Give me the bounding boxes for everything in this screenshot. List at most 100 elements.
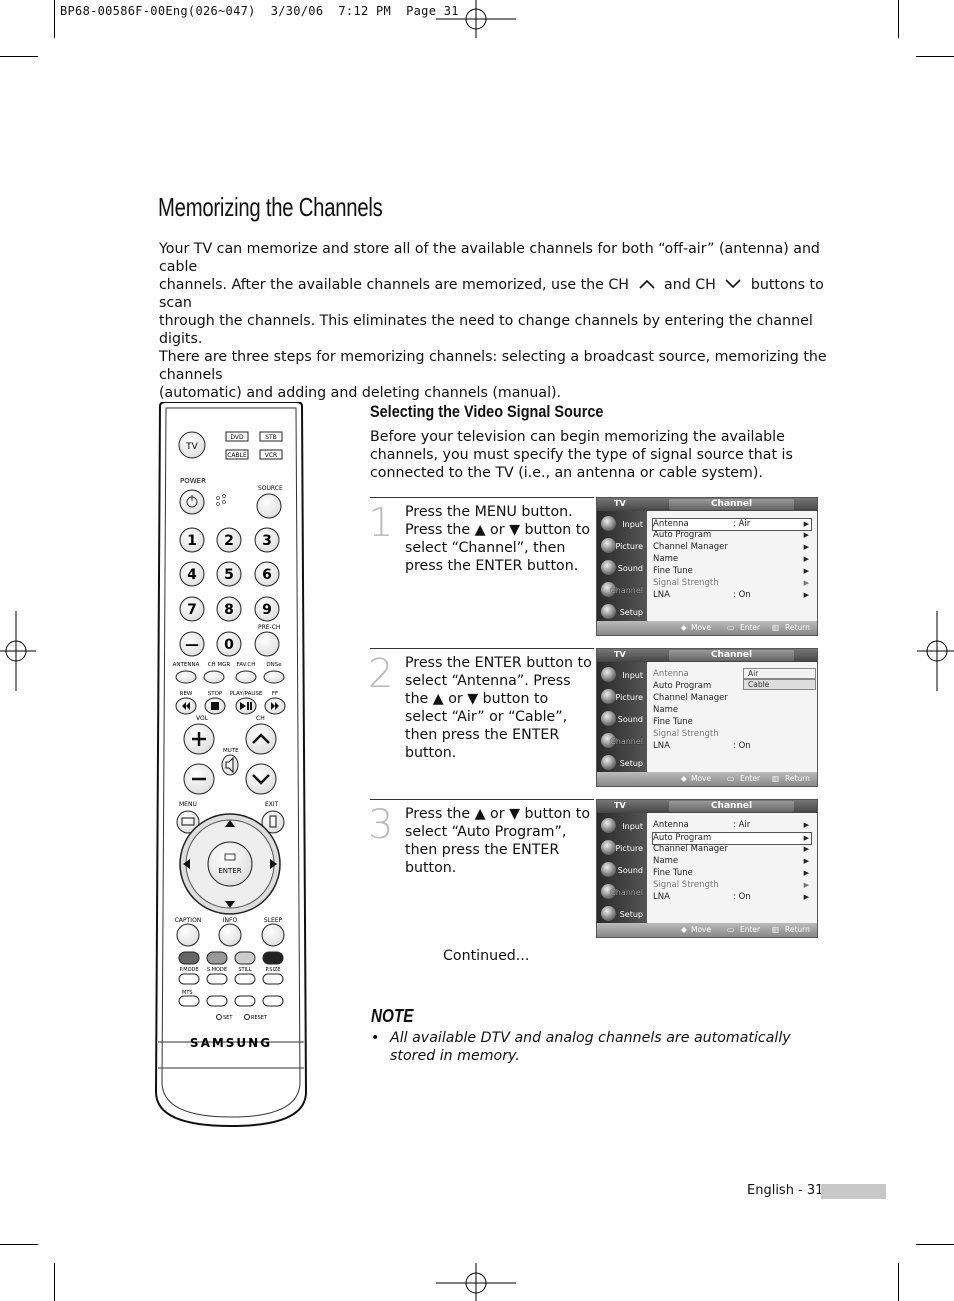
dash-button[interactable]: — bbox=[179, 631, 205, 657]
digit-1-label: 1 bbox=[187, 533, 197, 549]
triangle-right-icon: ▶ bbox=[803, 555, 809, 563]
digit-7-button[interactable]: 7 bbox=[179, 596, 205, 622]
ch-mgr-button[interactable] bbox=[203, 670, 225, 684]
digit-3-button[interactable]: 3 bbox=[254, 527, 280, 553]
osd-side-channel: Channel bbox=[599, 580, 645, 600]
arrow-left-icon[interactable] bbox=[183, 859, 190, 869]
osd-channel-title: Channel bbox=[669, 801, 794, 812]
play-pause-button[interactable] bbox=[235, 697, 257, 715]
arrow-up-icon[interactable] bbox=[225, 820, 235, 827]
osd-side-picture: Picture bbox=[599, 838, 645, 858]
digit-1-button[interactable]: 1 bbox=[179, 527, 205, 553]
osd-side-input-label: Input bbox=[622, 822, 643, 831]
prech-button[interactable] bbox=[254, 631, 280, 657]
vol-down-button[interactable] bbox=[183, 763, 215, 795]
sleep-button[interactable] bbox=[261, 923, 285, 947]
mts-button[interactable] bbox=[178, 995, 200, 1007]
triangle-right-icon: ▶ bbox=[803, 567, 809, 575]
cable-mode-button[interactable]: CABLE bbox=[225, 449, 249, 460]
stop-button[interactable] bbox=[204, 697, 226, 715]
digit-5-button[interactable]: 5 bbox=[216, 561, 242, 587]
exit-button[interactable] bbox=[261, 810, 285, 834]
osd-row-channel-manager: Channel Manager bbox=[653, 693, 811, 704]
osd-row-antenna: Antenna: Air▶ bbox=[653, 820, 811, 831]
digit-2-button[interactable]: 2 bbox=[216, 527, 242, 553]
osd-side-input-label: Input bbox=[622, 520, 643, 529]
arrow-right-icon[interactable] bbox=[270, 859, 277, 869]
dnse-button[interactable] bbox=[263, 670, 285, 684]
antenna-button[interactable] bbox=[175, 670, 197, 684]
red-button[interactable] bbox=[178, 951, 200, 965]
osd-row-fine-tune-label: Fine Tune bbox=[653, 717, 693, 727]
rew-button[interactable] bbox=[175, 697, 197, 715]
osd-antenna-value: : Air bbox=[733, 519, 751, 529]
print-header: BP68-00586F-00Eng(026~047) 3/30/06 7:12 … bbox=[60, 4, 459, 18]
p-mode-button[interactable] bbox=[178, 973, 200, 985]
dvd-mode-button[interactable]: DVD bbox=[225, 431, 249, 442]
yellow-button[interactable] bbox=[234, 951, 256, 965]
ch-up-button[interactable] bbox=[245, 723, 277, 755]
fast-forward-icon bbox=[271, 702, 279, 710]
antenna-label: ANTENNA bbox=[173, 662, 200, 668]
tv-mode-button[interactable]: TV bbox=[178, 431, 206, 459]
mute-button[interactable] bbox=[221, 754, 239, 776]
osd-side-input-label: Input bbox=[622, 671, 643, 680]
sleep-label: SLEEP bbox=[264, 917, 283, 924]
extra-button-4[interactable] bbox=[262, 995, 284, 1007]
osd-side-sound: Sound bbox=[599, 709, 645, 729]
chevron-up-icon bbox=[252, 733, 270, 744]
osd-tv-label: TV bbox=[614, 801, 626, 810]
tv-mode-label: TV bbox=[185, 442, 198, 452]
osd-lna-value: : On bbox=[733, 892, 751, 902]
s-mode-button[interactable] bbox=[206, 973, 228, 985]
green-button[interactable] bbox=[206, 951, 228, 965]
ch-up-icon bbox=[638, 279, 655, 289]
blue-button[interactable] bbox=[262, 951, 284, 965]
vol-up-button[interactable] bbox=[183, 723, 215, 755]
info-button[interactable] bbox=[218, 923, 242, 947]
osd-row-fine-tune: Fine Tune▶ bbox=[653, 868, 811, 879]
osd-row-fine-tune-label: Fine Tune bbox=[653, 868, 693, 878]
fav-ch-button[interactable] bbox=[235, 670, 257, 684]
step-1-text: Press the MENU button. Press the ▲ or ▼ … bbox=[405, 504, 591, 574]
osd-side-input: Input bbox=[599, 665, 645, 685]
arrow-down-icon[interactable] bbox=[225, 901, 235, 908]
still-button[interactable] bbox=[234, 973, 256, 985]
digit-9-button[interactable]: 9 bbox=[254, 596, 280, 622]
osd-side-picture-label: Picture bbox=[615, 844, 643, 853]
osd-menu-list: Antenna: Air▶ Auto Program▶ Channel Mana… bbox=[647, 813, 817, 923]
menu-button[interactable] bbox=[176, 810, 200, 834]
p-size-button[interactable] bbox=[262, 973, 284, 985]
stb-mode-button[interactable]: STB bbox=[259, 431, 283, 442]
rewind-icon bbox=[182, 702, 190, 710]
osd-side-channel-label: Channel bbox=[610, 737, 643, 746]
osd-row-lna-label: LNA bbox=[653, 892, 670, 902]
input-icon bbox=[601, 667, 616, 682]
digit-8-button[interactable]: 8 bbox=[216, 596, 242, 622]
digit-0-button[interactable]: 0 bbox=[216, 631, 242, 657]
ch-down-button[interactable] bbox=[245, 763, 277, 795]
enter-button[interactable]: ENTER bbox=[207, 841, 253, 887]
play-pause-label: PLAY/PAUSE bbox=[230, 691, 263, 697]
extra-button-3[interactable] bbox=[234, 995, 256, 1007]
reset-button[interactable]: RESET bbox=[244, 1014, 268, 1022]
power-button[interactable] bbox=[179, 489, 205, 515]
ch-mgr-label: CH MGR bbox=[208, 662, 231, 668]
vcr-mode-button[interactable]: VCR bbox=[259, 449, 283, 460]
set-button[interactable]: SET bbox=[216, 1014, 234, 1022]
caption-button[interactable] bbox=[176, 923, 200, 947]
info-label: INFO bbox=[223, 917, 238, 924]
section-heading: Selecting the Video Signal Source bbox=[370, 402, 604, 421]
source-label: SOURCE bbox=[258, 485, 283, 492]
osd-row-antenna-label: Antenna bbox=[653, 519, 689, 529]
osd-move-label: Move bbox=[691, 925, 712, 934]
source-button[interactable] bbox=[256, 493, 282, 519]
extra-button-2[interactable] bbox=[206, 995, 228, 1007]
digit-6-button[interactable]: 6 bbox=[254, 561, 280, 587]
power-label: POWER bbox=[180, 477, 206, 485]
ff-button[interactable] bbox=[264, 697, 286, 715]
osd-bottom-bar: ◆Move ▭Enter ▥Return bbox=[597, 923, 817, 937]
menu-label: MENU bbox=[179, 801, 197, 808]
s-mode-label: S.MODE bbox=[207, 967, 227, 973]
digit-4-button[interactable]: 4 bbox=[179, 561, 205, 587]
